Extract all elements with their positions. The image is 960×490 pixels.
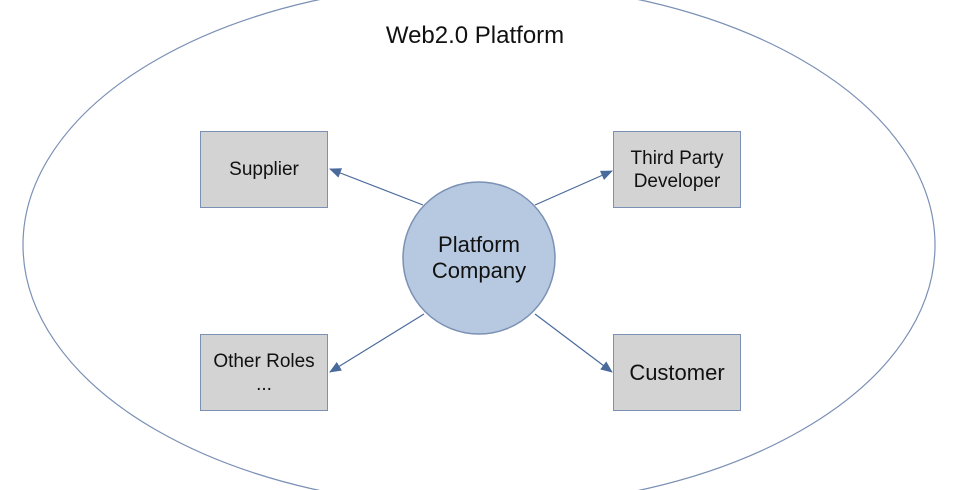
other-roles-node: Other Roles ... bbox=[200, 334, 328, 411]
customer-node: Customer bbox=[613, 334, 741, 411]
third-party-developer-label-line1: Third Party bbox=[630, 147, 724, 169]
arrow-to-third-party-developer bbox=[534, 170, 613, 206]
platform-boundary-ellipse bbox=[22, 0, 936, 490]
supplier-label: Supplier bbox=[229, 159, 299, 180]
customer-label: Customer bbox=[629, 360, 725, 385]
platform-company-node bbox=[402, 181, 556, 335]
platform-company-label-line2: Company bbox=[431, 258, 527, 283]
arrow-to-customer bbox=[534, 313, 613, 373]
arrow-to-other-roles bbox=[329, 313, 425, 373]
other-roles-label-line1: Other Roles bbox=[213, 350, 315, 372]
platform-title: Web2.0 Platform bbox=[385, 22, 565, 49]
third-party-developer-node: Third Party Developer bbox=[613, 131, 741, 208]
platform-company-label: Platform Company bbox=[403, 182, 555, 334]
supplier-node: Supplier bbox=[200, 131, 328, 208]
platform-company-label-line1: Platform bbox=[438, 232, 520, 257]
arrow-to-supplier bbox=[329, 168, 424, 206]
third-party-developer-label-line2: Developer bbox=[633, 170, 721, 192]
other-roles-label-line2: ... bbox=[256, 373, 272, 395]
